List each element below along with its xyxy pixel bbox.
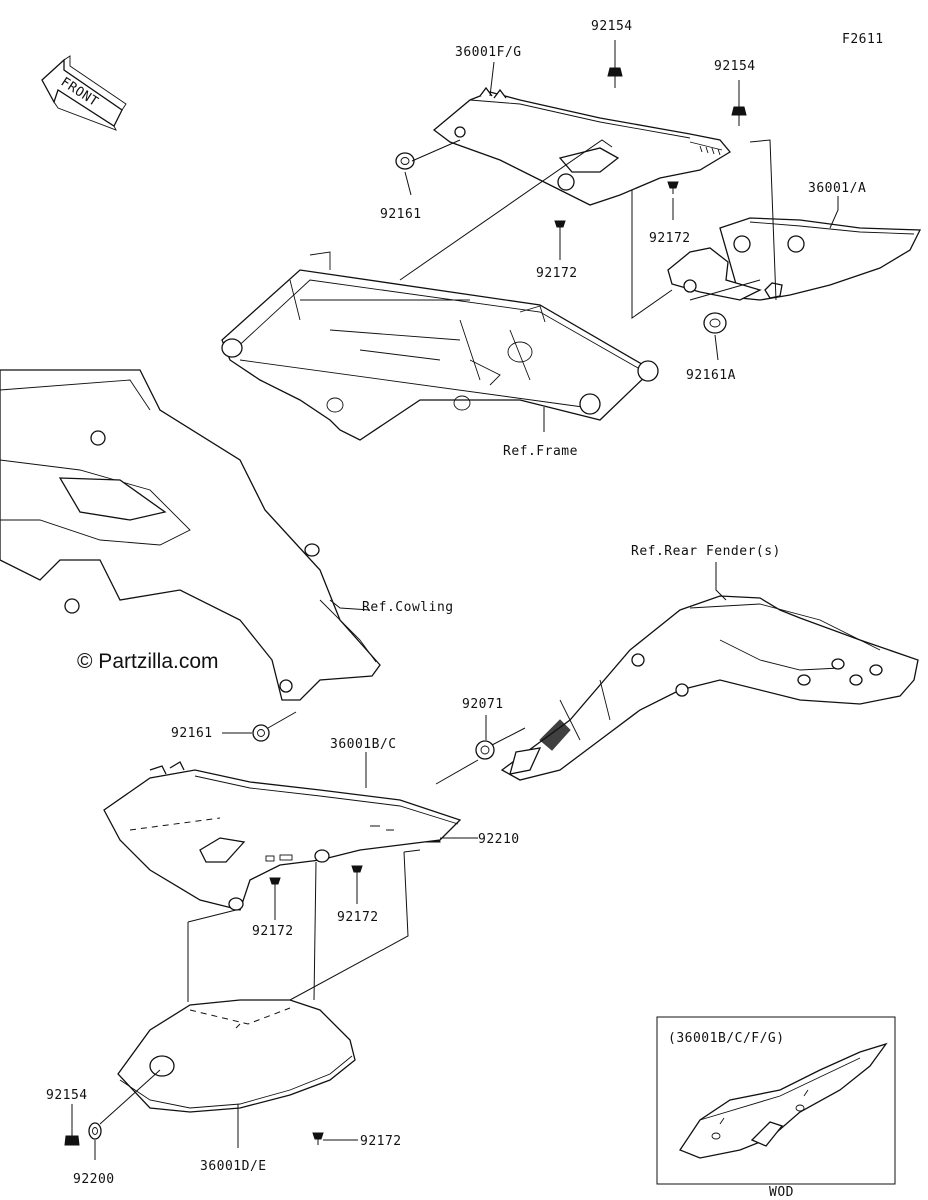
screw-92172-c <box>269 877 281 890</box>
ref-cowling-label: Ref.Cowling <box>362 600 454 615</box>
inner-cover-panel <box>117 999 356 1113</box>
callout-92161a: 92161A <box>686 368 736 383</box>
front-arrow-icon: FRONT <box>41 55 127 131</box>
lower-side-cover <box>103 761 462 911</box>
screw-92172-e <box>312 1132 324 1145</box>
inset-box: (36001B/C/F/G) WOD <box>656 1016 896 1200</box>
callout-92071: 92071 <box>462 697 504 712</box>
inset-caption: WOD <box>769 1185 794 1200</box>
callout-92172-a: 92172 <box>649 231 691 246</box>
callout-labels: 36001F/G 92154 92154 92161 92172 92172 3… <box>46 19 866 1187</box>
ref-rear-fender-label: Ref.Rear Fender(s) <box>631 544 781 559</box>
ref-frame-label: Ref.Frame <box>503 444 578 459</box>
cowling-reference <box>0 369 381 701</box>
screw-92172-d <box>351 865 363 878</box>
watermark: © Partzilla.com <box>77 650 219 673</box>
callout-92161-top: 92161 <box>380 207 422 222</box>
callout-92154-bottom: 92154 <box>46 1088 88 1103</box>
callout-92172-c: 92172 <box>252 924 294 939</box>
callout-92210: 92210 <box>478 832 520 847</box>
bolt-92154-top <box>607 67 623 88</box>
callout-92172-d: 92172 <box>337 910 379 925</box>
upper-cover-right <box>667 217 922 301</box>
grommet-92161-mid <box>252 724 270 742</box>
grommet-92071 <box>475 740 495 760</box>
grommet-92161a <box>703 312 727 334</box>
callout-92172-b: 92172 <box>536 266 578 281</box>
callout-92161-mid: 92161 <box>171 726 213 741</box>
callout-92172-e: 92172 <box>360 1134 402 1149</box>
figure-code: F2611 <box>842 32 884 47</box>
callout-36001bc: 36001B/C <box>330 737 397 752</box>
rear-fender-reference <box>500 595 919 781</box>
grommet-92161-top <box>395 152 415 170</box>
screw-92172-b <box>554 220 566 233</box>
callout-92154-top: 92154 <box>591 19 633 34</box>
callout-92154-right: 92154 <box>714 59 756 74</box>
washer-92200 <box>88 1122 102 1140</box>
upper-side-cover-left <box>432 86 731 206</box>
leader-lines <box>71 40 839 1160</box>
bolt-92154-bottom <box>64 1135 80 1146</box>
callout-36001de: 36001D/E <box>200 1159 267 1174</box>
screw-92172-a <box>667 181 679 194</box>
callout-36001fg: 36001F/G <box>455 45 522 60</box>
inset-title: (36001B/C/F/G) <box>668 1031 785 1046</box>
callout-92200: 92200 <box>73 1172 115 1187</box>
frame-reference <box>221 251 659 441</box>
callout-36001a: 36001/A <box>808 181 866 196</box>
bolt-92154-right <box>731 106 747 126</box>
